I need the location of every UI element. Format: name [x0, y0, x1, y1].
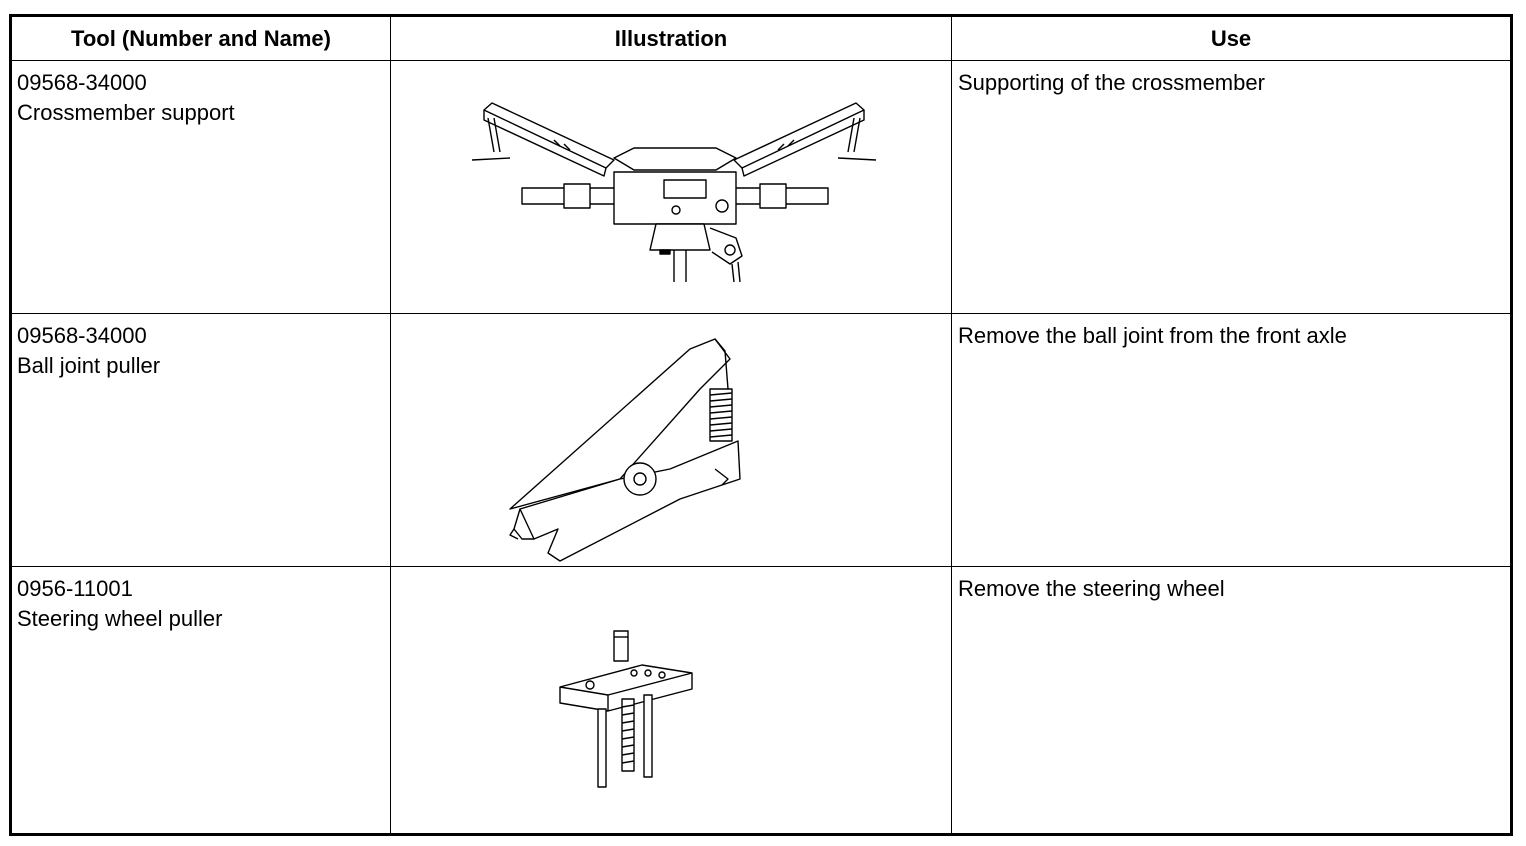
tool-cell: 09568-34000 Ball joint puller — [17, 321, 160, 381]
column-divider — [951, 17, 952, 833]
tool-name: Crossmember support — [17, 100, 235, 125]
tools-table: Tool (Number and Name) Illustration Use … — [9, 14, 1513, 836]
row-divider — [12, 60, 1510, 61]
header-tool: Tool (Number and Name) — [71, 26, 331, 51]
tool-use: Remove the ball joint from the front axl… — [958, 323, 1347, 348]
steering-wheel-puller-drawing — [556, 629, 696, 789]
header-illustration: Illustration — [614, 26, 728, 51]
tool-number: 09568-34000 — [17, 70, 147, 95]
crossmember-support-drawing — [464, 100, 884, 275]
header-use: Use — [1210, 26, 1252, 51]
tool-cell: 0956-11001 Steering wheel puller — [17, 574, 222, 634]
tool-number: 09568-34000 — [17, 323, 147, 348]
tool-number: 0956-11001 — [17, 576, 133, 601]
tool-use: Remove the steering wheel — [958, 576, 1225, 601]
ball-joint-puller-drawing — [500, 329, 740, 555]
row-divider — [12, 566, 1510, 567]
tool-name: Ball joint puller — [17, 353, 161, 378]
row-divider — [12, 313, 1510, 314]
tool-use: Supporting of the crossmember — [958, 70, 1265, 95]
column-divider — [390, 17, 391, 833]
tool-name: Steering wheel puller — [17, 606, 223, 631]
tool-cell: 09568-34000 Crossmember support — [17, 68, 235, 128]
